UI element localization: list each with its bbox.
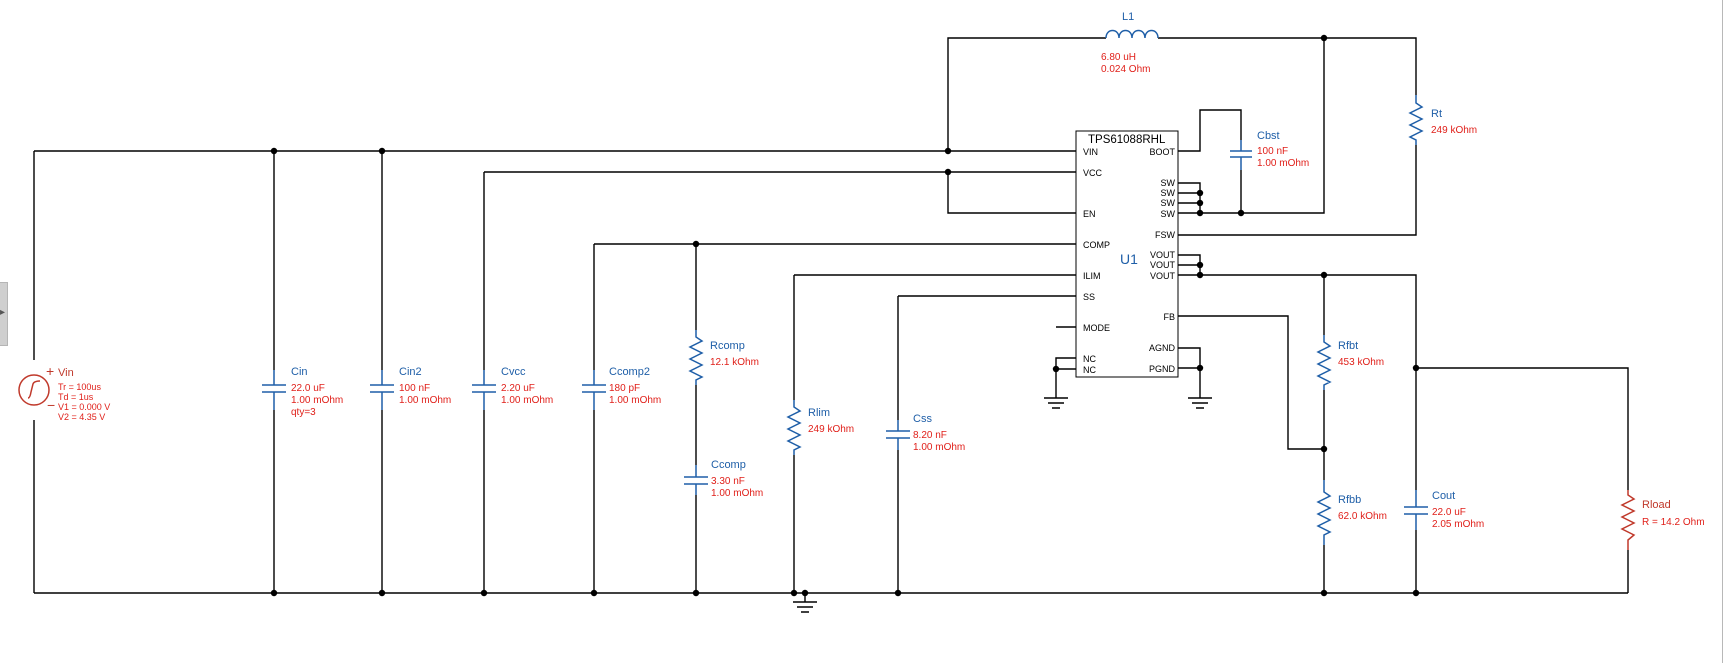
pin-vin: VIN [1083,147,1098,157]
pin-en: EN [1083,209,1096,219]
capacitor-ccomp2[interactable]: Ccomp2 180 pF 1.00 mOhm [582,366,661,410]
voltage-source-vin[interactable]: + − Vin Tr = 100us Td = 1us V1 = 0.000 V… [18,363,110,422]
plus-sign: + [46,363,54,379]
capacitor-cbst[interactable]: Cbst 100 nF 1.00 mOhm [1230,130,1309,170]
ground-symbol [793,593,817,613]
component-name: L1 [1122,11,1134,23]
pin-vout: VOUT [1150,250,1176,260]
component-value: 453 kOhm [1338,357,1384,368]
component-value: 1.00 mOhm [291,395,343,406]
source-param: V2 = 4.35 V [58,412,105,422]
source-param: Td = 1us [58,392,94,402]
component-value: 249 kOhm [1431,125,1477,136]
component-value: 1.00 mOhm [711,488,763,499]
component-name: Vin [58,367,74,379]
component-value: 1.00 mOhm [913,442,965,453]
capacitor-cout[interactable]: Cout 22.0 uF 2.05 mOhm [1404,490,1484,530]
component-name: Cout [1432,490,1455,502]
pin-vout: VOUT [1150,260,1176,270]
component-name: Ccomp2 [609,366,650,378]
component-value: 1.00 mOhm [399,395,451,406]
component-value: 2.20 uF [501,383,535,394]
component-name: Rload [1642,499,1671,511]
component-value: 2.05 mOhm [1432,519,1484,530]
component-value: 100 nF [399,383,430,394]
pin-sw: SW [1161,188,1176,198]
resistor-rcomp[interactable]: Rcomp 12.1 kOhm [688,330,759,385]
component-value: 22.0 uF [291,383,325,394]
component-value: 6.80 uH [1101,52,1136,63]
pin-agnd: AGND [1149,343,1176,353]
pin-pgnd: PGND [1149,364,1176,374]
capacitor-cin[interactable]: Cin 22.0 uF 1.00 mOhm qty=3 [262,366,343,418]
canvas-border [1722,0,1723,663]
pin-fb: FB [1163,312,1175,322]
component-value: qty=3 [291,407,316,418]
pin-nc: NC [1083,365,1096,375]
pin-comp: COMP [1083,240,1110,250]
component-value: 3.30 nF [711,476,745,487]
ic-designator: U1 [1120,251,1138,267]
ic-u1[interactable]: TPS61088RHL U1 VIN VCC EN COMP ILIM SS M… [1075,130,1179,378]
component-value: 1.00 mOhm [1257,158,1309,169]
component-name: Rlim [808,407,830,419]
component-value: 100 nF [1257,146,1288,157]
component-value: 0.024 Ohm [1101,64,1150,75]
component-value: 22.0 uF [1432,507,1466,518]
component-value: 180 pF [609,383,640,394]
component-value: 1.00 mOhm [609,395,661,406]
component-value: 12.1 kOhm [710,357,759,368]
component-name: Cvcc [501,366,526,378]
component-name: Ccomp [711,459,746,471]
capacitor-css[interactable]: Css 8.20 nF 1.00 mOhm [886,413,965,453]
component-name: Cin [291,366,308,378]
resistor-rfbb[interactable]: Rfbb 62.0 kOhm [1316,480,1387,545]
minus-sign: − [47,397,55,413]
component-value: 62.0 kOhm [1338,511,1387,522]
component-value: 1.00 mOhm [501,395,553,406]
ground-symbol [1044,397,1068,409]
expand-arrow-icon: ▸ [0,307,6,318]
source-param: Tr = 100us [58,382,101,392]
component-name: Rcomp [710,340,745,352]
pin-fsw: FSW [1155,230,1176,240]
component-name: Rfbb [1338,494,1361,506]
pin-sw: SW [1161,209,1176,219]
component-value: 8.20 nF [913,430,947,441]
resistor-rload[interactable]: Rload R = 14.2 Ohm [1620,490,1705,550]
ic-part-number: TPS61088RHL [1088,134,1166,146]
ground-symbol [1188,397,1212,409]
component-name: Cin2 [399,366,422,378]
component-name: Rt [1431,108,1442,120]
pin-nc: NC [1083,354,1096,364]
pin-vcc: VCC [1083,168,1103,178]
pin-boot: BOOT [1149,147,1175,157]
wires [33,37,1629,594]
resistor-rfbt[interactable]: Rfbt 453 kOhm [1316,335,1384,390]
pin-sw: SW [1161,198,1176,208]
component-value: 249 kOhm [808,424,854,435]
pin-ss: SS [1083,292,1095,302]
pin-mode: MODE [1083,323,1110,333]
pin-sw: SW [1161,178,1176,188]
component-name: Css [913,413,932,425]
pin-vout: VOUT [1150,271,1176,281]
resistor-rlim[interactable]: Rlim 249 kOhm [786,400,854,455]
side-panel-toggle[interactable]: ▸ [0,282,8,346]
component-name: Cbst [1257,130,1280,142]
capacitor-ccomp[interactable]: Ccomp 3.30 nF 1.00 mOhm [684,459,763,499]
pin-ilim: ILIM [1083,271,1101,281]
source-param: V1 = 0.000 V [58,402,110,412]
component-value: R = 14.2 Ohm [1642,517,1705,528]
resistor-rt[interactable]: Rt 249 kOhm [1408,95,1477,145]
junctions [270,34,1420,597]
component-name: Rfbt [1338,340,1358,352]
capacitor-cin2[interactable]: Cin2 100 nF 1.00 mOhm [370,366,451,410]
capacitor-cvcc[interactable]: Cvcc 2.20 uF 1.00 mOhm [472,366,553,410]
inductor-l1[interactable]: L1 6.80 uH 0.024 Ohm [1101,11,1159,75]
